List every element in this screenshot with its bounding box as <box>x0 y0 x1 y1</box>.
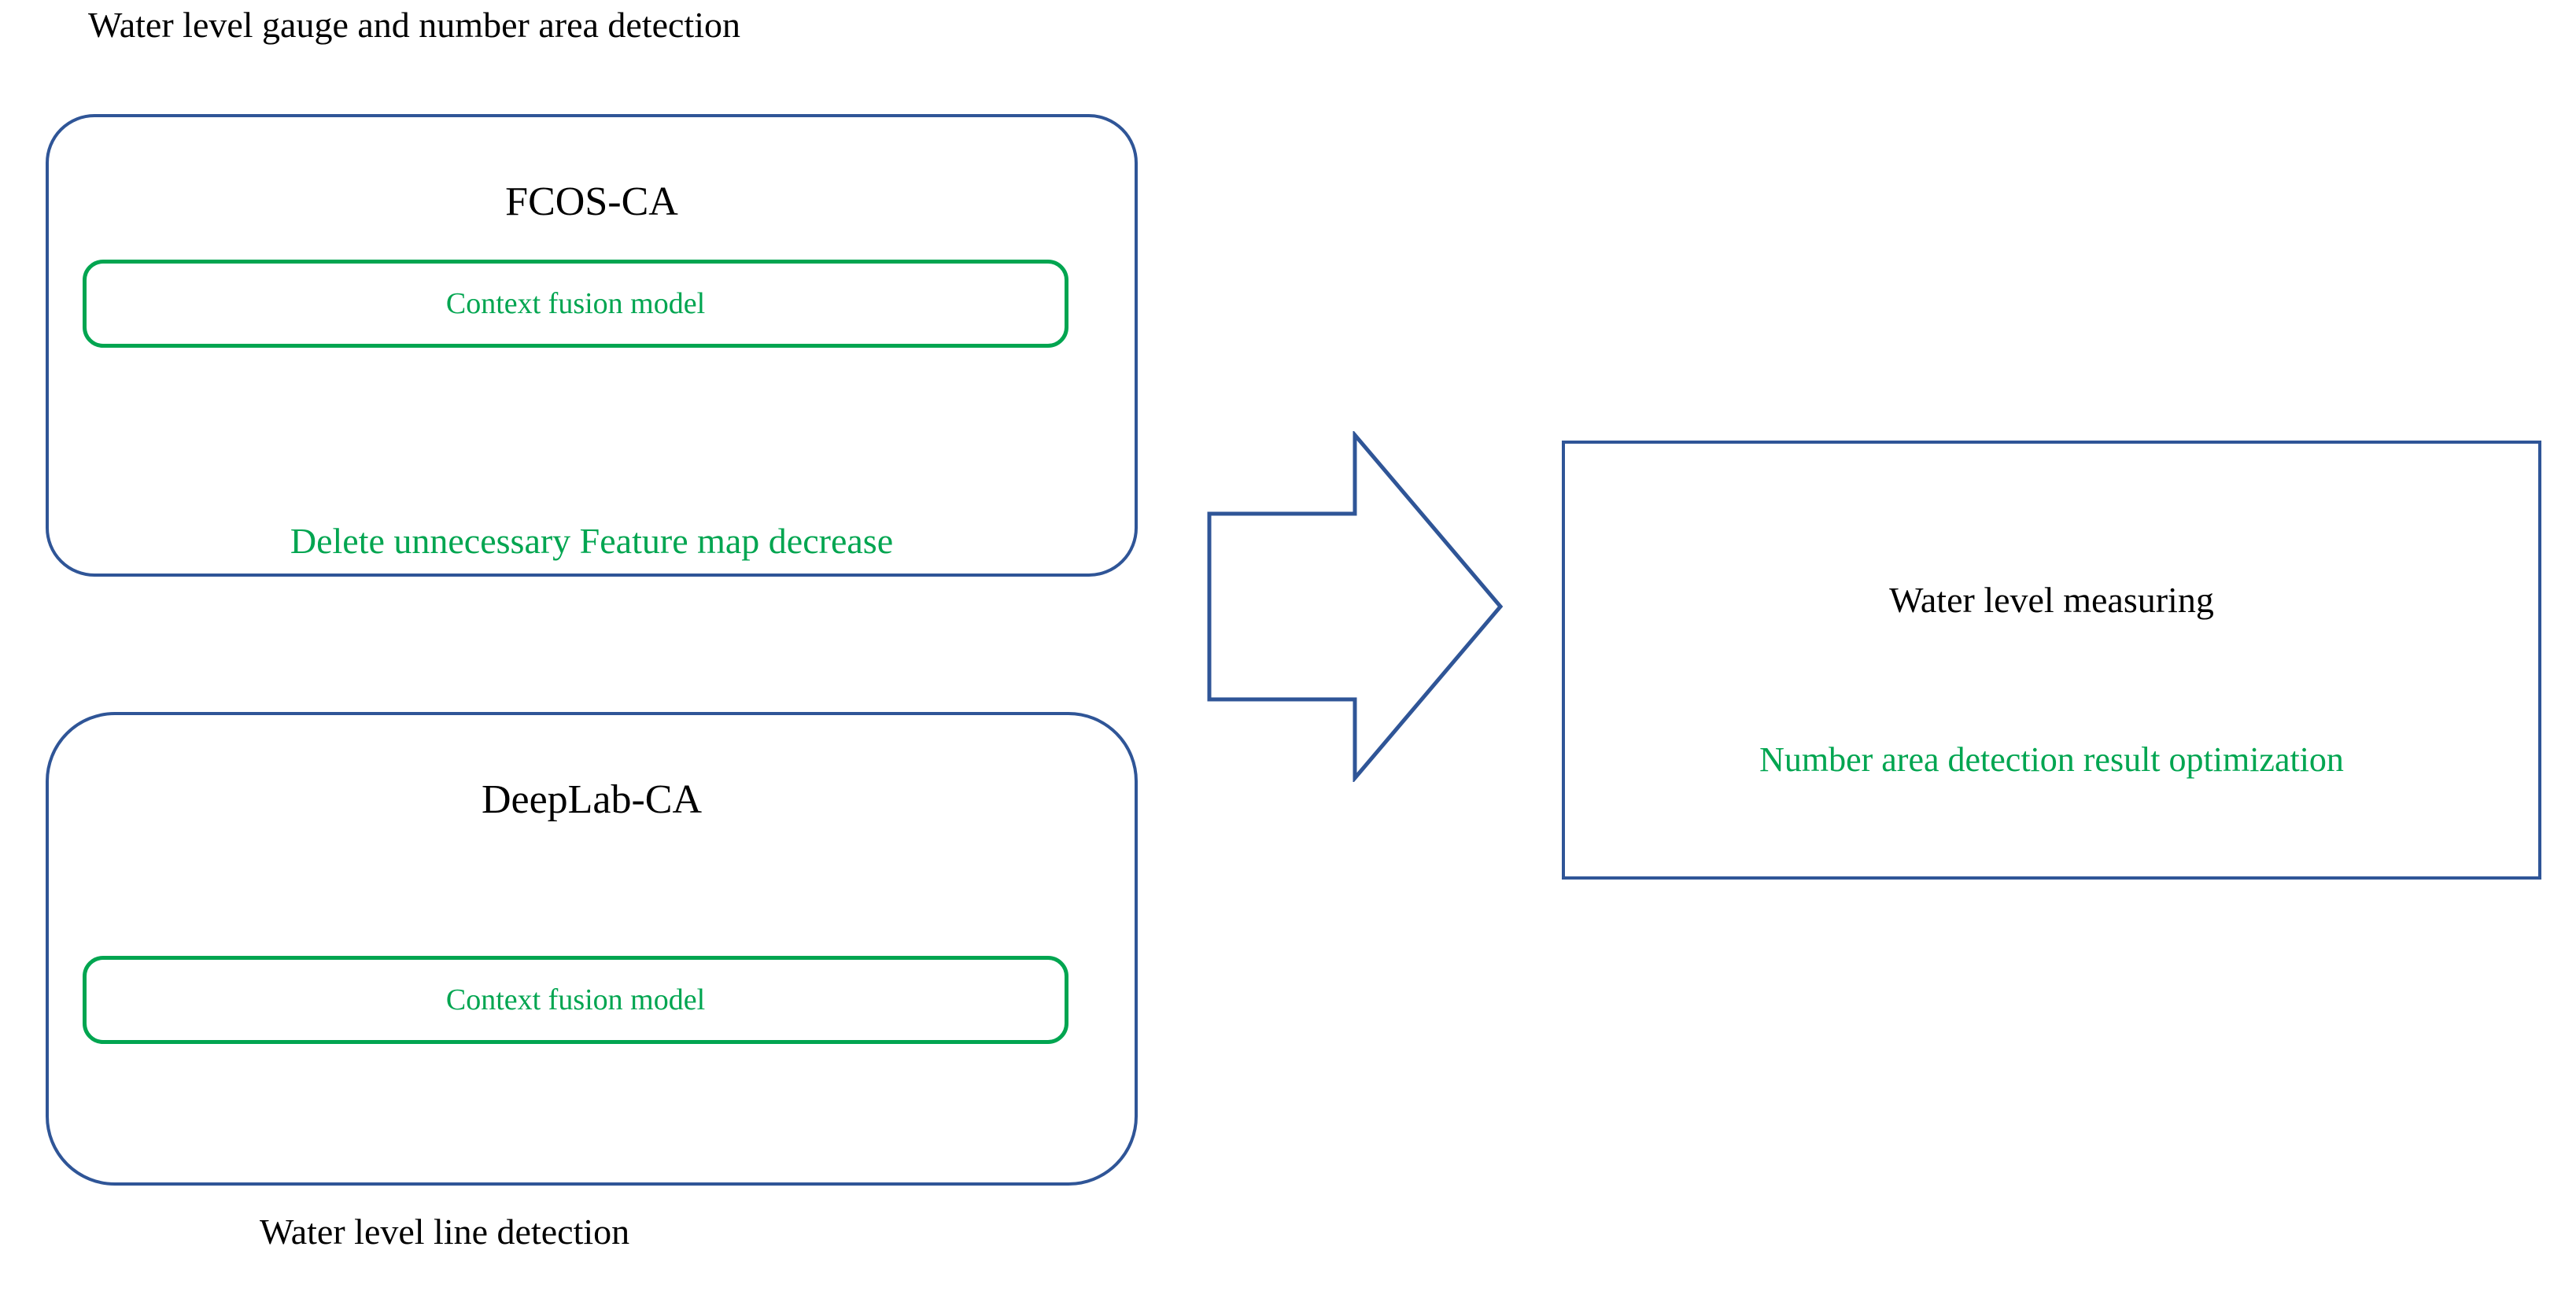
detection-module-title: FCOS-CA <box>505 179 678 224</box>
detection-context-fusion-box[interactable]: Context fusion model <box>83 260 1068 348</box>
segmentation-module-title: DeepLab-CA <box>481 777 703 822</box>
result-module-box[interactable]: Water level measuring Number area detect… <box>1562 441 2541 880</box>
detection-module-box[interactable]: FCOS-CA Delete unnecessary Feature map d… <box>46 114 1138 577</box>
bottom-caption-label: Water level line detection <box>260 1212 630 1252</box>
result-module-title: Water level measuring <box>1889 580 2214 620</box>
detection-module-note: Delete unnecessary Feature map decrease <box>290 521 894 561</box>
segmentation-context-fusion-box[interactable]: Context fusion model <box>83 956 1068 1044</box>
result-module-note: Number area detection result optimizatio… <box>1759 740 2344 779</box>
top-caption-label: Water level gauge and number area detect… <box>88 5 740 45</box>
segmentation-context-fusion-label: Context fusion model <box>445 983 706 1016</box>
block-arrow-right-icon <box>1207 431 1504 782</box>
flow-connector <box>1205 431 1504 782</box>
detection-context-fusion-label: Context fusion model <box>445 287 706 320</box>
segmentation-module-box[interactable]: DeepLab-CA <box>46 712 1138 1186</box>
